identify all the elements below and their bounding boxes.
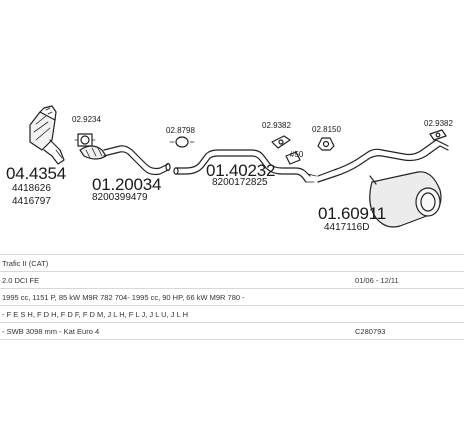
spec-row: 1995 cc, 1151 P, 85 kW M9R 782 704- 1995… [0, 289, 464, 306]
oem-number: 4418626 [12, 183, 51, 194]
spec-date-range: 01/06 - 12/11 [355, 276, 399, 285]
spec-text: - F E S H, F D H, F D F, F D M, J L H, F… [2, 310, 188, 319]
accessory-code-bracket-right: 02.9382 [424, 119, 453, 128]
clamp-drawing-2 [285, 151, 301, 165]
rubber-mount-drawing [317, 137, 335, 151]
spec-text: 1995 cc, 1151 P, 85 kW M9R 782 704- 1995… [2, 293, 245, 302]
spec-row: 2.0 DCI FE 01/06 - 12/11 [0, 272, 464, 289]
spec-text: 2.0 DCI FE [2, 276, 40, 285]
clamp-drawing [169, 136, 195, 148]
rear-silencer-drawing [317, 139, 449, 228]
accessory-code-clamp: 02.8798 [166, 126, 195, 135]
spec-row: - SWB 3098 mm - Kat Euro 4 C280793 [0, 323, 464, 340]
bracket-drawing-2 [429, 129, 447, 141]
vehicle-spec-table: Trafic II (CAT) 2.0 DCI FE 01/06 - 12/11… [0, 254, 464, 340]
accessory-code-gasket: 02.9234 [72, 115, 101, 124]
catalytic-converter-drawing [29, 105, 65, 165]
part-number-front-pipe: 01.20034 [92, 175, 162, 194]
oem-number: 4416797 [12, 196, 51, 207]
spec-row: Trafic II (CAT) [0, 254, 464, 272]
spec-row: - F E S H, F D H, F D F, F D M, J L H, F… [0, 306, 464, 323]
part-number-catalyst: 04.4354 [6, 164, 67, 183]
spec-code: C280793 [355, 327, 386, 336]
part-number-middle-pipe: 01.40232 [206, 161, 276, 180]
accessory-code-mount: 02.8150 [312, 125, 341, 134]
accessory-code-bracket: 02.9382 [262, 121, 291, 130]
oem-number: 4417116D [324, 222, 370, 233]
bracket-drawing-1 [271, 135, 291, 149]
gasket-drawing-1 [74, 133, 96, 147]
exhaust-drawing [29, 105, 449, 228]
accessory-code-clamp-50: #50 [290, 150, 304, 159]
oem-number: 8200172825 [212, 177, 268, 188]
spec-text: - SWB 3098 mm - Kat Euro 4 [2, 327, 100, 336]
exhaust-diagram: 02.9234 02.8798 02.9382 02.8150 02.9382 … [6, 105, 453, 233]
spec-text: Trafic II (CAT) [2, 259, 49, 268]
part-number-rear-silencer: 01.60911 [318, 204, 387, 223]
oem-number: 8200399479 [92, 192, 148, 203]
front-pipe-drawing [79, 145, 171, 176]
middle-pipe-drawing [173, 149, 317, 183]
